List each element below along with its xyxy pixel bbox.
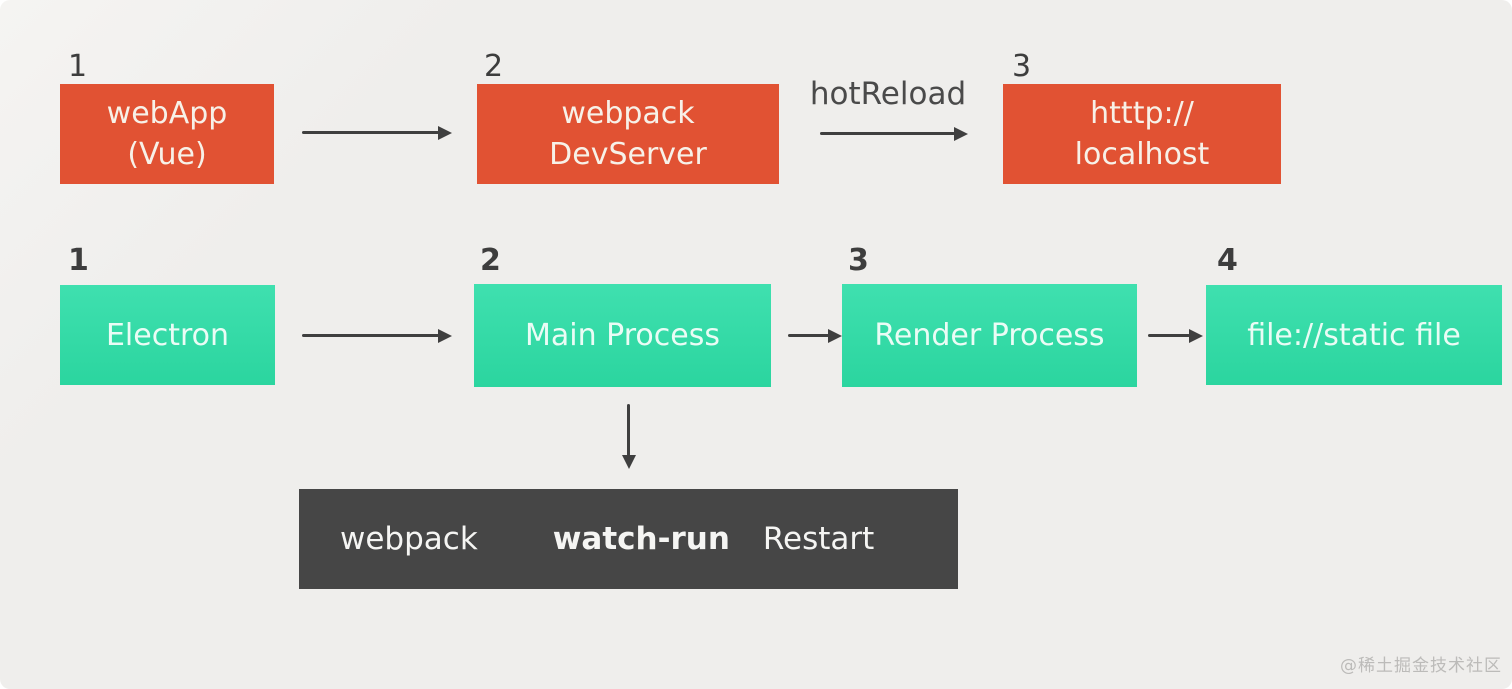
- row2-node1-number: 1: [68, 243, 89, 278]
- arrow-webapp-to-devserver: [302, 131, 439, 134]
- node-electron: Electron: [60, 285, 275, 385]
- webpack-watch-bar: webpack watch-run Restart: [299, 489, 958, 589]
- arrow-hotreload: [820, 132, 955, 135]
- row1-node2-number: 2: [484, 49, 504, 84]
- hotreload-label: hotReload: [809, 76, 967, 112]
- node-electron-label: Electron: [105, 317, 230, 353]
- bar-watch-run-label: watch-run: [552, 521, 730, 557]
- arrow-electron-to-main: [302, 334, 439, 337]
- arrow-main-to-render: [788, 334, 829, 337]
- node-file-static-label: file://static file: [1247, 317, 1461, 353]
- node-main-process-label: Main Process: [525, 318, 720, 353]
- row1-node1-number: 1: [68, 49, 88, 84]
- row2-node2-number: 2: [480, 243, 501, 278]
- node-render-process-label: Render Process: [874, 318, 1105, 353]
- node-devserver-line2: DevServer: [549, 137, 707, 172]
- juejin-watermark: @稀土掘金技术社区: [1340, 656, 1502, 676]
- node-webapp-line2: (Vue): [127, 137, 207, 172]
- bar-webpack-label: webpack: [340, 521, 478, 557]
- node-http-localhost: htttp:// localhost: [1003, 84, 1281, 184]
- row1-node3-number: 3: [1012, 49, 1032, 84]
- node-webpack-devserver: webpack DevServer: [477, 84, 779, 184]
- node-webapp-vue: webApp (Vue): [60, 84, 274, 184]
- arrow-render-to-file: [1148, 334, 1190, 337]
- node-file-static: file://static file: [1206, 285, 1502, 385]
- arrow-main-to-webpack-bar: [627, 404, 630, 456]
- node-render-process: Render Process: [842, 284, 1137, 387]
- node-localhost-line1: htttp://: [1090, 96, 1194, 131]
- node-devserver-line1: webpack: [561, 96, 695, 131]
- row2-node3-number: 3: [848, 243, 869, 278]
- row2-node4-number: 4: [1217, 243, 1238, 278]
- bar-restart-label: Restart: [762, 521, 875, 557]
- node-main-process: Main Process: [474, 284, 771, 387]
- node-localhost-line2: localhost: [1074, 137, 1210, 172]
- node-webapp-line1: webApp: [106, 96, 228, 131]
